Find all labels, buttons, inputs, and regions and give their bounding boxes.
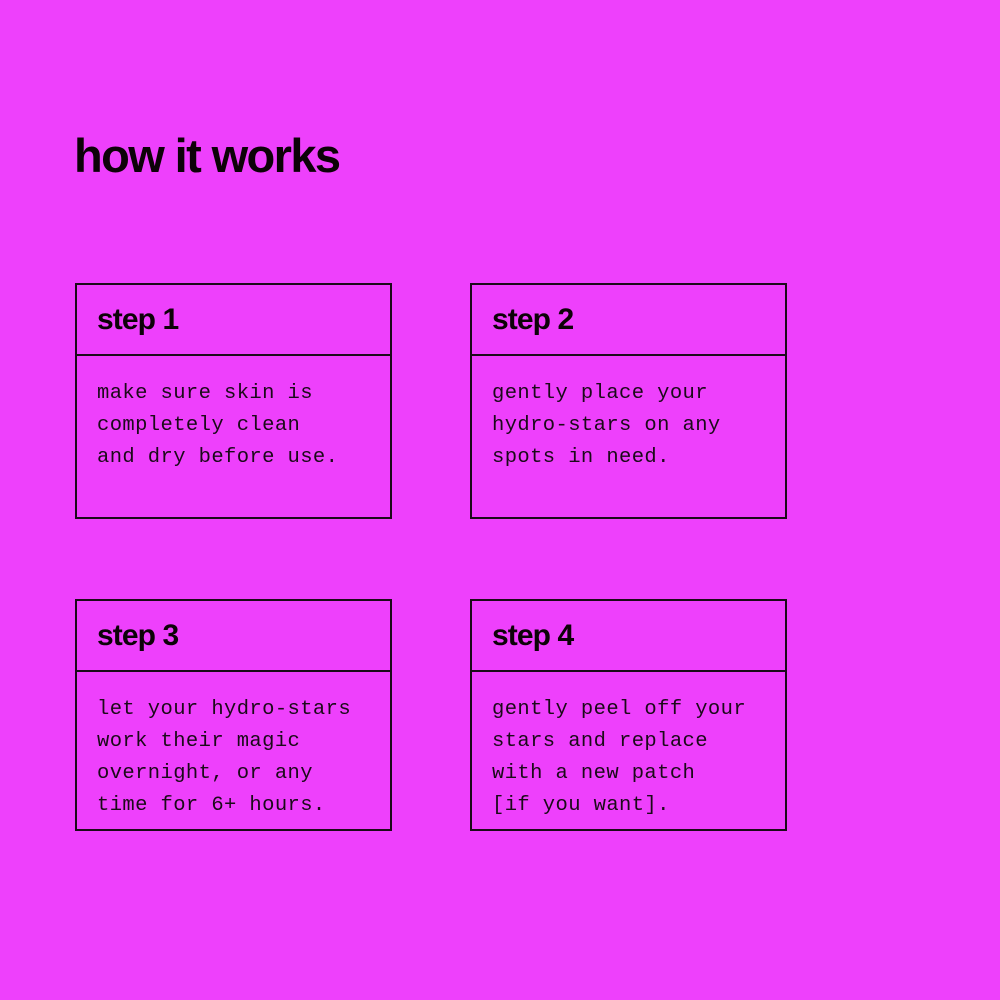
step-card-4-header: step 4 <box>472 601 785 672</box>
step-card-1: step 1 make sure skin is completely clea… <box>75 283 392 519</box>
steps-grid: step 1 make sure skin is completely clea… <box>75 283 787 831</box>
step-card-4-label: step 4 <box>492 618 574 652</box>
step-card-3-body: let your hydro-stars work their magic ov… <box>77 672 390 822</box>
step-card-3-label: step 3 <box>97 618 179 652</box>
step-card-4: step 4 gently peel off your stars and re… <box>470 599 787 831</box>
step-card-4-text: gently peel off your stars and replace w… <box>492 698 747 817</box>
step-card-3: step 3 let your hydro-stars work their m… <box>75 599 392 831</box>
step-card-1-label: step 1 <box>97 302 179 336</box>
step-card-2-header: step 2 <box>472 285 785 356</box>
step-card-1-text: make sure skin is completely clean and d… <box>97 382 339 469</box>
step-card-2-text: gently place your hydro-stars on any spo… <box>492 382 721 469</box>
step-card-4-body: gently peel off your stars and replace w… <box>472 672 785 822</box>
step-card-1-header: step 1 <box>77 285 390 356</box>
step-card-3-text: let your hydro-stars work their magic ov… <box>97 698 352 817</box>
step-card-2: step 2 gently place your hydro-stars on … <box>470 283 787 519</box>
page-title: how it works <box>74 129 341 183</box>
step-card-3-header: step 3 <box>77 601 390 672</box>
step-card-1-body: make sure skin is completely clean and d… <box>77 356 390 474</box>
step-card-2-label: step 2 <box>492 302 574 336</box>
step-card-2-body: gently place your hydro-stars on any spo… <box>472 356 785 474</box>
